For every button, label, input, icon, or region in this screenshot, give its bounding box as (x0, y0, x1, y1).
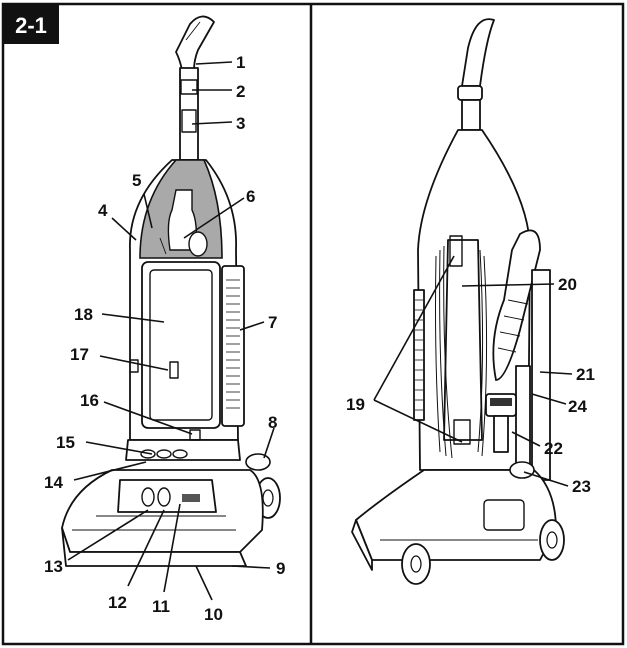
svg-text:2-1: 2-1 (15, 13, 47, 38)
callout-2: 2 (236, 82, 245, 101)
callout-9: 9 (276, 559, 285, 578)
callout-4: 4 (98, 201, 108, 220)
callout-17: 17 (70, 345, 89, 364)
front-leader-lines (67, 61, 275, 601)
callout-20: 20 (558, 275, 577, 294)
callout-12: 12 (108, 593, 127, 612)
front-view-drawing (61, 15, 281, 567)
callout-13: 13 (44, 557, 63, 576)
callout-10: 10 (204, 605, 223, 624)
callout-15: 15 (56, 433, 75, 452)
rear-view-drawing (351, 18, 565, 585)
callout-11: 11 (152, 597, 170, 616)
callout-14: 14 (44, 473, 63, 492)
rear-leader-lines (373, 255, 573, 487)
front-callout-labels: 1 2 3 4 5 6 7 8 9 10 11 12 13 14 15 16 1… (44, 53, 285, 624)
callout-1: 1 (236, 53, 245, 72)
callout-7: 7 (268, 313, 277, 332)
callout-5: 5 (132, 171, 141, 190)
rear-callout-labels: 19 20 21 24 22 23 (346, 275, 595, 496)
callout-24: 24 (568, 397, 587, 416)
callout-8: 8 (268, 413, 277, 432)
callout-18: 18 (74, 305, 93, 324)
callout-16: 16 (80, 391, 99, 410)
callout-22: 22 (544, 439, 563, 458)
callout-6: 6 (246, 187, 255, 206)
callout-21: 21 (576, 365, 595, 384)
callout-19: 19 (346, 395, 365, 414)
callout-23: 23 (572, 477, 591, 496)
figure-tag: 2-1 (3, 4, 59, 44)
callout-3: 3 (236, 114, 245, 133)
